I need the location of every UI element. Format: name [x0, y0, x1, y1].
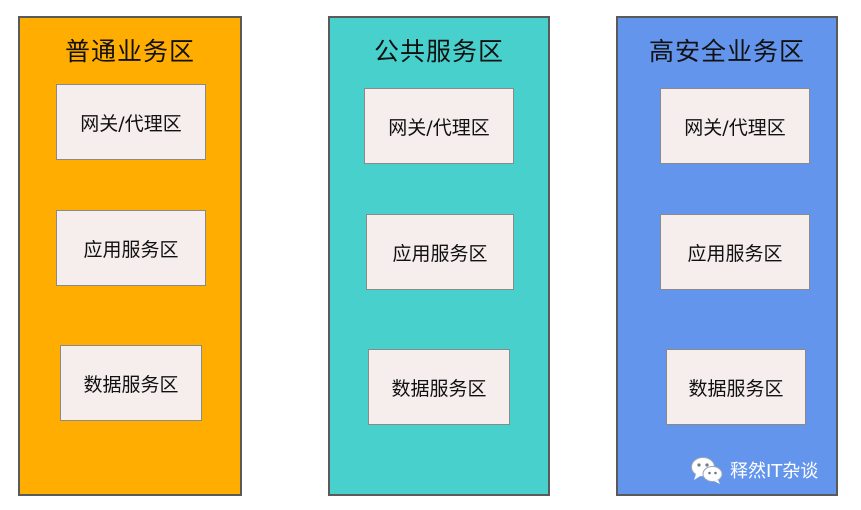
zone-title: 普通业务区	[64, 37, 195, 66]
gateway-proxy-box: 网关/代理区	[364, 88, 514, 164]
app-service-box: 应用服务区	[366, 214, 514, 290]
zone-general-business: 普通业务区 网关/代理区 应用服务区 数据服务区	[18, 16, 242, 496]
zone-high-security: 高安全业务区 网关/代理区 应用服务区 数据服务区	[616, 16, 838, 496]
zone-public-service: 公共服务区 网关/代理区 应用服务区 数据服务区	[328, 16, 550, 496]
data-service-box: 数据服务区	[666, 349, 806, 425]
gateway-proxy-box: 网关/代理区	[660, 88, 810, 164]
wechat-icon	[691, 457, 723, 484]
watermark-text: 释然IT杂谈	[730, 461, 819, 482]
watermark: 释然IT杂谈	[690, 454, 818, 486]
gateway-proxy-box: 网关/代理区	[56, 84, 206, 160]
app-service-box: 应用服务区	[660, 214, 810, 290]
app-service-box: 应用服务区	[56, 210, 206, 286]
zone-title: 公共服务区	[373, 37, 504, 66]
data-service-box: 数据服务区	[368, 349, 510, 425]
data-service-box: 数据服务区	[60, 345, 202, 421]
zone-title: 高安全业务区	[648, 37, 805, 66]
